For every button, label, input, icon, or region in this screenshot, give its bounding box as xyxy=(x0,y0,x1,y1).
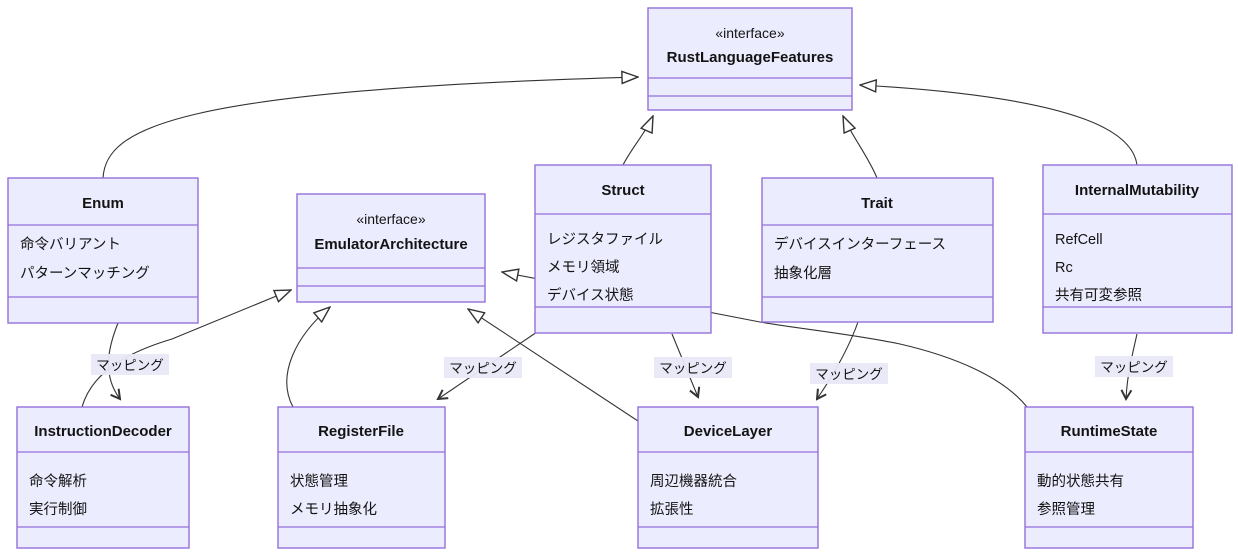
class-rustlanguagefeatures: «interface» RustLanguageFeatures xyxy=(647,7,853,111)
edge-label-text: マッピング xyxy=(815,367,883,382)
edge-trait-realizes-rustlanguagefeatures xyxy=(843,116,878,179)
edge-label-bg xyxy=(1095,356,1173,377)
class-instructiondecoder: InstructionDecoder 命令解析 実行制御 xyxy=(16,406,190,549)
class-attribute: Rc xyxy=(1055,260,1073,276)
class-attribute: 動的状態共有 xyxy=(1037,473,1124,490)
class-name: DeviceLayer xyxy=(684,423,773,440)
class-name: Enum xyxy=(82,195,124,212)
class-runtimestate-box xyxy=(1024,406,1194,549)
edge-struct-realizes-rustlanguagefeatures xyxy=(622,116,653,166)
edge-label-bg xyxy=(91,354,169,375)
edge-label-struct-registerfile: マッピング xyxy=(444,357,522,378)
edge-label-text: マッピング xyxy=(96,358,164,373)
class-struct: Struct レジスタファイル メモリ領域 デバイス状態 xyxy=(534,164,712,334)
class-attribute: パターンマッチング xyxy=(20,265,150,282)
class-attribute: 共有可変参照 xyxy=(1055,287,1142,304)
class-name: Struct xyxy=(601,182,644,199)
class-emulatorarchitecture-box xyxy=(296,193,486,303)
class-attribute: 状態管理 xyxy=(290,473,348,490)
edge-label-text: マッピング xyxy=(1100,360,1168,375)
class-attribute: 命令解析 xyxy=(29,472,87,490)
edge-label-bg xyxy=(654,357,732,378)
class-registerfile: RegisterFile 状態管理 メモリ抽象化 xyxy=(277,406,446,549)
class-stereotype: «interface» xyxy=(356,211,425,227)
class-registerfile-box xyxy=(277,406,446,549)
class-attribute: 拡張性 xyxy=(650,501,694,518)
edge-label-text: マッピング xyxy=(659,361,727,376)
edge-label-enum-instructiondecoder: マッピング xyxy=(91,354,169,375)
edge-label-trait-devicelayer: マッピング xyxy=(810,363,888,384)
class-attribute: メモリ領域 xyxy=(547,259,620,276)
class-instructiondecoder-box xyxy=(16,406,190,549)
class-name: EmulatorArchitecture xyxy=(314,236,467,253)
class-trait-box xyxy=(761,177,994,323)
edge-trait-maps-devicelayer xyxy=(817,321,859,399)
class-attribute: デバイス状態 xyxy=(547,286,634,304)
class-devicelayer: DeviceLayer 周辺機器統合 拡張性 xyxy=(637,406,819,549)
edge-registerfile-realizes-emulatorarchitecture xyxy=(286,307,330,408)
edge-label-text: マッピング xyxy=(449,361,517,376)
class-enum-box xyxy=(7,177,199,324)
class-name: RegisterFile xyxy=(318,423,404,440)
class-name: RustLanguageFeatures xyxy=(667,49,834,66)
class-attribute: レジスタファイル xyxy=(547,231,663,248)
class-struct-box xyxy=(534,164,712,334)
edge-enum-realizes-rustlanguagefeatures xyxy=(102,77,638,179)
class-attribute: 参照管理 xyxy=(1037,501,1095,518)
class-attribute: 周辺機器統合 xyxy=(650,473,737,490)
edge-label-bg xyxy=(444,357,522,378)
class-name: Trait xyxy=(861,195,893,212)
class-attribute: 実行制御 xyxy=(29,501,87,518)
class-devicelayer-box xyxy=(637,406,819,549)
edge-devicelayer-realizes-emulatorarchitecture xyxy=(468,309,639,422)
class-name: InternalMutability xyxy=(1075,182,1200,199)
edge-label-bg xyxy=(810,363,888,384)
class-runtimestate: RuntimeState 動的状態共有 参照管理 xyxy=(1024,406,1194,549)
class-attribute: 抽象化層 xyxy=(774,265,832,282)
class-attribute: RefCell xyxy=(1055,232,1103,248)
class-emulatorarchitecture: «interface» EmulatorArchitecture xyxy=(296,193,486,303)
class-name: InstructionDecoder xyxy=(34,423,172,440)
class-attribute: 命令バリアント xyxy=(20,235,121,253)
class-internalmutability: InternalMutability RefCell Rc 共有可変参照 xyxy=(1042,164,1233,334)
class-enum: Enum 命令バリアント パターンマッチング xyxy=(7,177,199,324)
edge-label-internalmutability-runtimestate: マッピング xyxy=(1095,356,1173,377)
class-stereotype: «interface» xyxy=(715,25,784,41)
class-attribute: デバイスインターフェース xyxy=(774,235,946,253)
edge-runtimestate-realizes-emulatorarchitecture xyxy=(502,272,1028,408)
class-attribute: メモリ抽象化 xyxy=(290,501,377,518)
edge-label-struct-devicelayer: マッピング xyxy=(654,357,732,378)
class-internalmutability-box xyxy=(1042,164,1233,334)
class-trait: Trait デバイスインターフェース 抽象化層 xyxy=(761,177,994,323)
class-name: RuntimeState xyxy=(1061,423,1158,440)
class-rustlanguagefeatures-box xyxy=(647,7,853,111)
edge-internalmutability-realizes-rustlanguagefeatures xyxy=(860,85,1138,166)
